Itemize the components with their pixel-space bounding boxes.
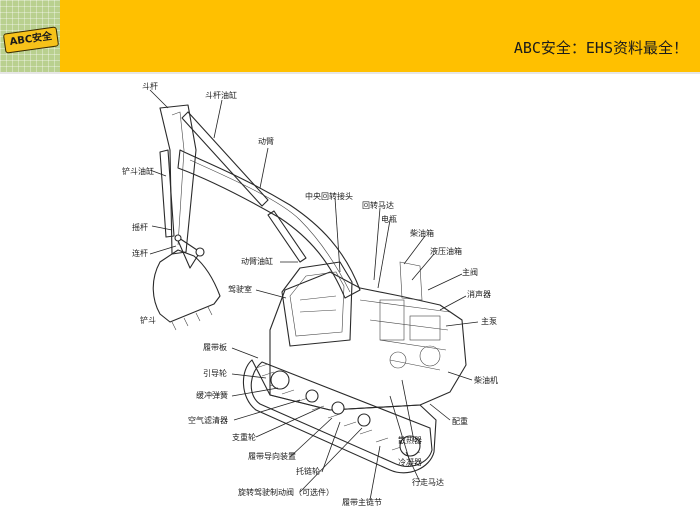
label-track-roller: 支重轮 xyxy=(232,432,256,442)
excavator-drawing xyxy=(152,104,467,474)
part-labels: 斗杆 斗杆油缸 动臂 铲斗油缸 中央回转接头 回转马达 电瓶 摇杆 柴油箱 连杆… xyxy=(122,81,498,507)
label-main-pump: 主泵 xyxy=(481,316,497,326)
label-dougan: 斗杆 xyxy=(142,81,158,91)
label-radiator: 散热器 xyxy=(398,435,422,445)
label-travel-motor: 行走马达 xyxy=(412,477,444,487)
label-fuel-tank: 柴油箱 xyxy=(410,228,434,238)
label-muffler: 消声器 xyxy=(467,289,491,299)
label-boom-cylinder: 动臂油缸 xyxy=(241,256,273,266)
label-hydraulic-tank: 液压油箱 xyxy=(430,246,462,256)
label-dougan-cylinder: 斗杆油缸 xyxy=(205,90,237,100)
label-center-swivel: 中央回转接头 xyxy=(305,191,353,201)
logo-area: ABC安全 xyxy=(0,0,60,72)
label-main-valve: 主阀 xyxy=(462,267,478,277)
label-buffer-spring: 缓冲弹簧 xyxy=(196,390,228,400)
label-carrier-roller: 托链轮 xyxy=(296,466,320,476)
label-swing-motor: 回转马达 xyxy=(362,200,394,210)
label-condenser: 冷凝器 xyxy=(398,457,422,467)
header-title: ABC安全：EHS资料最全！ xyxy=(513,39,688,57)
label-bucket-cylinder: 铲斗油缸 xyxy=(122,166,154,176)
label-battery: 电瓶 xyxy=(381,214,397,224)
label-air-filter: 空气滤清器 xyxy=(188,415,228,425)
label-track-shoe: 履带板 xyxy=(203,342,227,352)
label-idler: 引导轮 xyxy=(203,368,227,378)
label-rocker: 摇杆 xyxy=(132,222,148,232)
label-track-guide: 履带导向装置 xyxy=(248,451,296,461)
leader-lines xyxy=(149,89,479,501)
excavator-diagram: 斗杆 斗杆油缸 动臂 铲斗油缸 中央回转接头 回转马达 电瓶 摇杆 柴油箱 连杆… xyxy=(122,81,498,507)
header-divider xyxy=(0,72,700,74)
header-bar: ABC安全：EHS资料最全！ xyxy=(60,0,700,72)
label-swing-brake-valve: 旋转驾驶制动阀（可选件） xyxy=(238,487,334,497)
label-counterweight: 配重 xyxy=(452,416,468,426)
label-track-link: 履带主链节 xyxy=(342,497,382,507)
label-boom: 动臂 xyxy=(258,136,274,146)
label-diesel-engine: 柴油机 xyxy=(474,375,498,385)
label-bucket: 铲斗 xyxy=(140,315,156,325)
label-link: 连杆 xyxy=(132,248,148,258)
label-cab: 驾驶室 xyxy=(228,284,252,294)
